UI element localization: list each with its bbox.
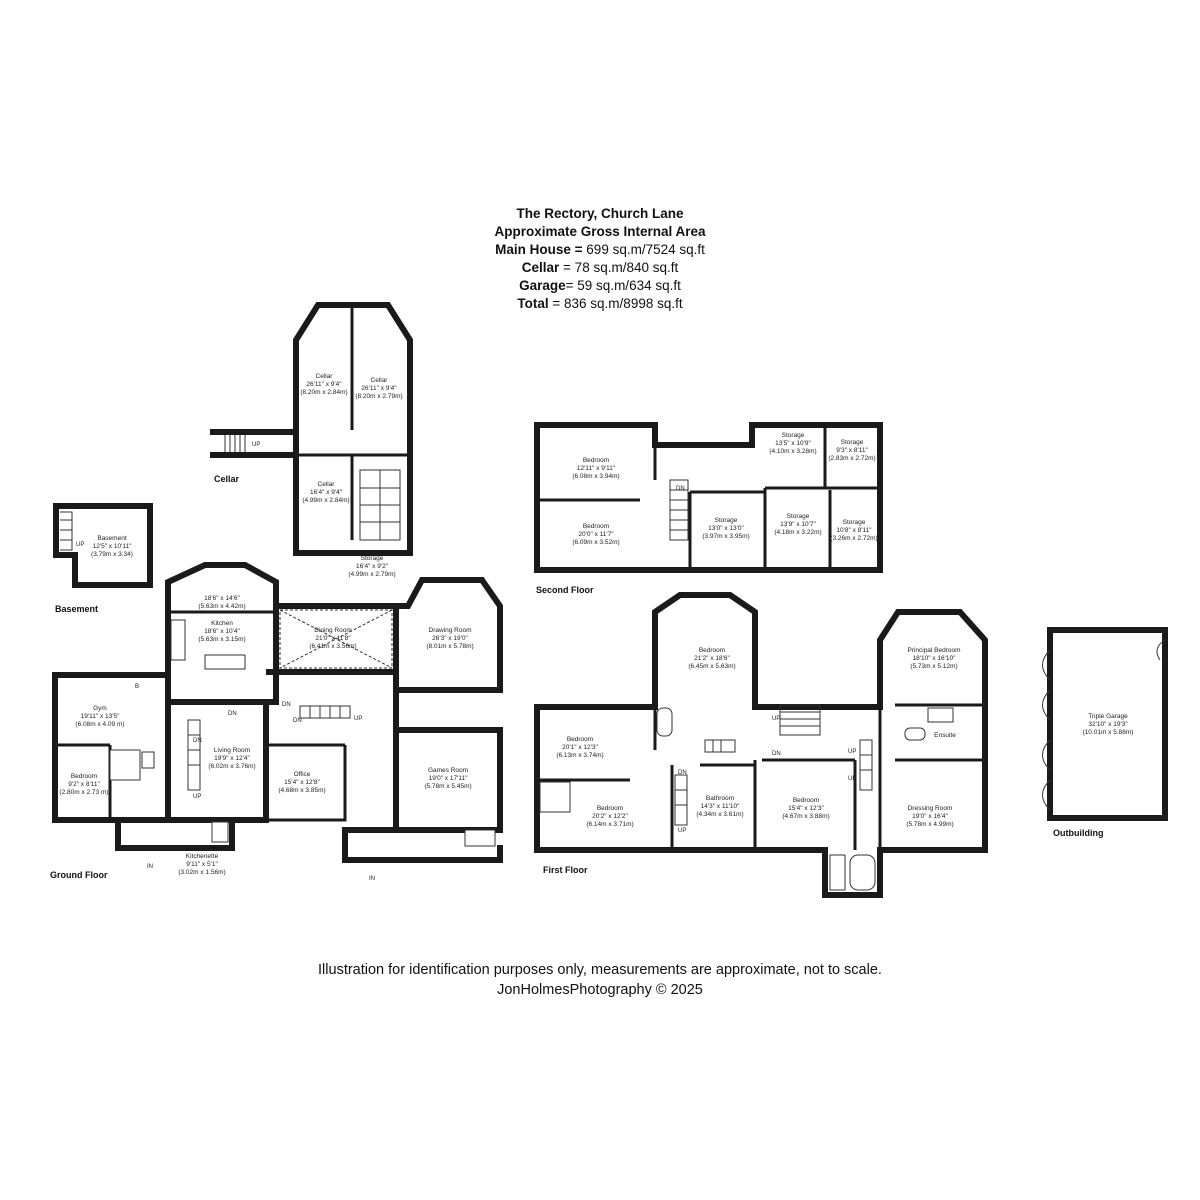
b-marker: B — [135, 684, 139, 690]
up-marker: UP — [848, 749, 856, 755]
up-marker: UP — [76, 542, 84, 548]
dn-marker: DN — [293, 718, 302, 724]
dn-marker: DN — [193, 738, 202, 744]
in-marker: IN — [369, 876, 375, 882]
floor-label-outbuilding: Outbuilding — [1053, 828, 1103, 838]
footer: Illustration for identification purposes… — [0, 960, 1200, 1000]
floor-label-second: Second Floor — [536, 585, 594, 595]
up-marker: UP — [252, 442, 260, 448]
area-subtitle: Approximate Gross Internal Area — [494, 224, 706, 239]
total-area: Total = 836 sq.m/8998 sq.ft — [517, 296, 683, 311]
garage-area: Garage= 59 sq.m/634 sq.ft — [519, 278, 681, 293]
credit-text: JonHolmesPhotography © 2025 — [497, 982, 703, 998]
area-summary: The Rectory, Church Lane Approximate Gro… — [0, 205, 1200, 313]
up-marker: UP — [772, 716, 780, 722]
cellar-area: Cellar = 78 sq.m/840 sq.ft — [521, 260, 679, 275]
floor-label-first: First Floor — [543, 865, 588, 875]
floor-label-ground: Ground Floor — [50, 870, 108, 880]
dn-marker: DN — [228, 711, 237, 717]
room-label: Ensuite — [934, 732, 956, 739]
dn-marker: DN — [282, 702, 291, 708]
up-marker: UP — [354, 716, 362, 722]
up-marker: UP — [678, 828, 686, 834]
disclaimer-text: Illustration for identification purposes… — [318, 962, 882, 978]
room-label: 18'6" x 14'6"(5.63m x 4.42m) — [198, 595, 245, 610]
floor-label-cellar: Cellar — [214, 474, 240, 484]
up-marker: UP — [193, 794, 201, 800]
dn-marker: DN — [676, 486, 685, 492]
main-house-area: Main House = 699 sq.m/7524 sq.ft — [495, 242, 705, 257]
up-marker: UP — [848, 776, 856, 782]
dn-marker: DN — [678, 770, 687, 776]
floor-label-basement: Basement — [55, 604, 98, 614]
dn-marker: DN — [772, 751, 781, 757]
in-marker: IN — [147, 864, 153, 870]
property-title: The Rectory, Church Lane — [516, 206, 684, 221]
